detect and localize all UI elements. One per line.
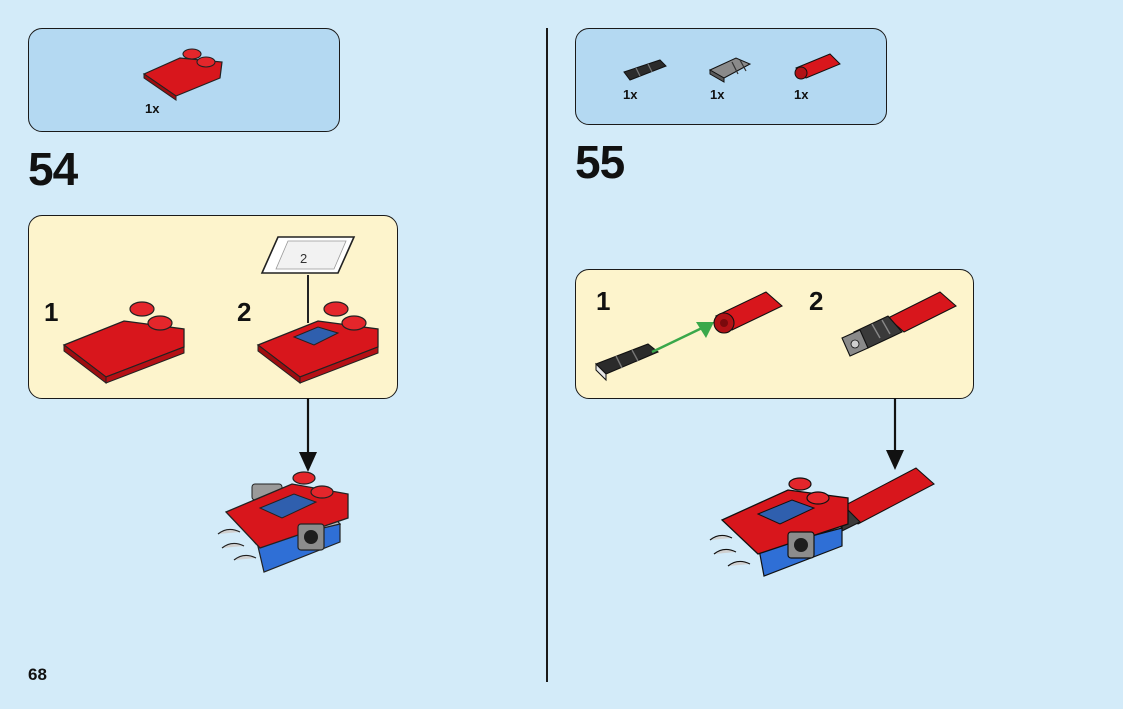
step-number-54: 54 xyxy=(28,143,78,195)
substep-number: 2 xyxy=(237,297,252,327)
part-qty: 1x xyxy=(623,87,638,102)
down-arrow-icon xyxy=(886,398,904,470)
substep-number: 2 xyxy=(809,286,824,316)
step-number-55: 55 xyxy=(575,136,625,188)
sticker-sheet-icon: 2 xyxy=(260,236,356,274)
down-arrow-icon xyxy=(299,398,317,472)
subassembly-callout-55 xyxy=(575,269,974,399)
red-wedge-plate-icon xyxy=(256,301,379,385)
part-qty: 1x xyxy=(794,87,809,102)
page-number: 68 xyxy=(28,665,47,684)
sticker-label: 2 xyxy=(300,251,307,266)
substep-number: 1 xyxy=(596,286,611,316)
page-divider xyxy=(546,28,548,682)
sticker-leader-line xyxy=(307,275,309,323)
gray-connector-icon xyxy=(708,57,752,83)
red-wedge-plate-icon xyxy=(62,301,185,385)
red-wedge-plate-icon xyxy=(142,48,223,101)
part-qty: 1x xyxy=(710,87,725,102)
red-cylinder-icon xyxy=(794,53,841,80)
vehicle-assembly-icon xyxy=(709,467,935,577)
black-pin-icon xyxy=(623,59,667,81)
green-insert-arrow-icon xyxy=(651,322,714,354)
red-cylinder-icon xyxy=(713,291,783,334)
vehicle-assembly-icon xyxy=(217,471,349,573)
part-qty: 1x xyxy=(145,101,160,116)
black-pin-icon xyxy=(595,343,660,382)
connector-cylinder-assembly-icon xyxy=(841,291,957,357)
substep-number: 1 xyxy=(44,297,59,327)
